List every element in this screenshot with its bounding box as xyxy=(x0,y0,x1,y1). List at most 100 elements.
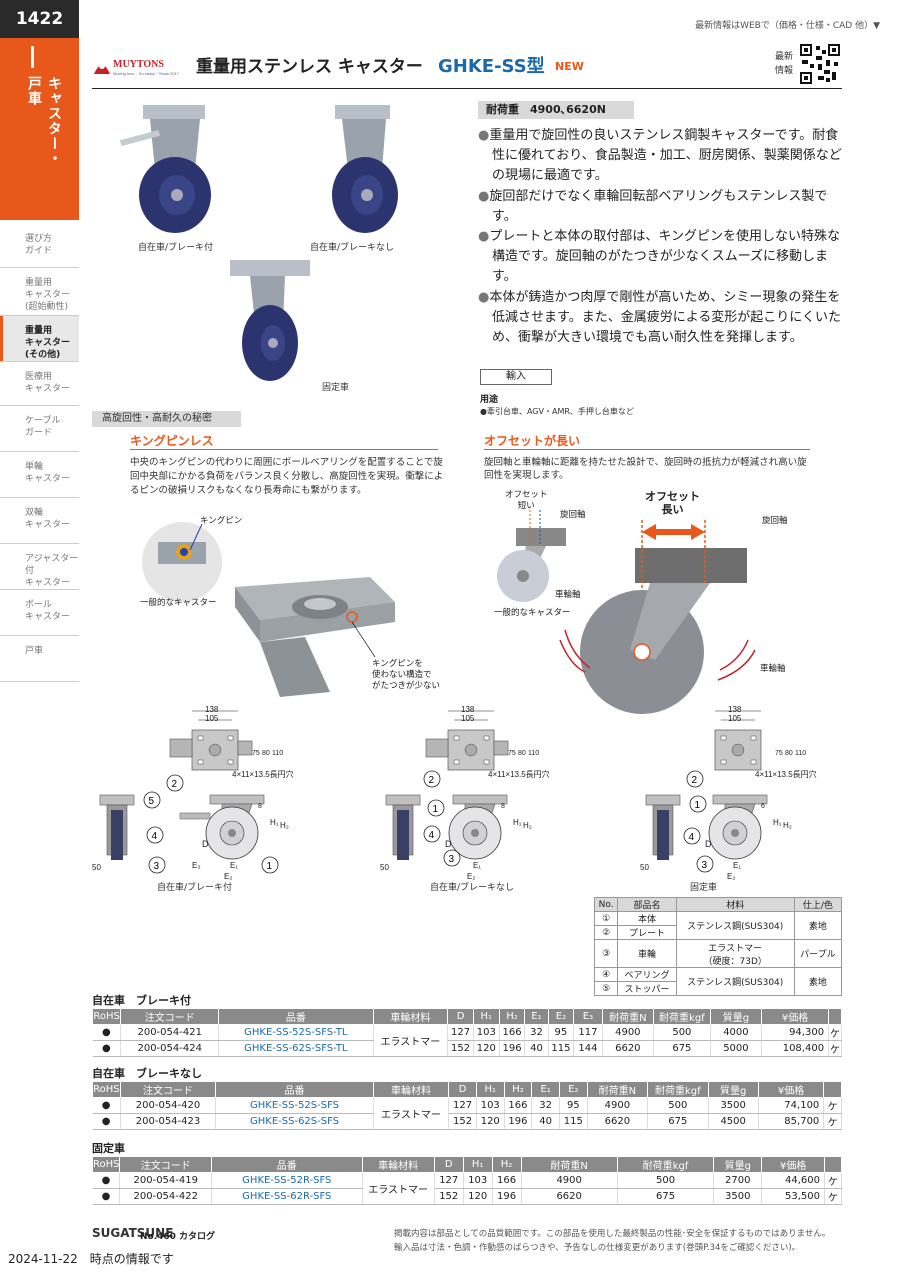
spec-cell: 200-054-419 xyxy=(119,1172,213,1189)
feature-item: 旋回部だけでなく車輪回転部ベアリングもステンレス製です。 xyxy=(478,187,848,227)
feature-list: 重量用で旋回性の良いステンレス鋼製キャスターです。耐食性に優れており、食品製造・… xyxy=(478,126,848,348)
caster-photo-brake xyxy=(119,105,211,233)
spec-cell: 5000 xyxy=(710,1040,763,1057)
dimension-label: D xyxy=(202,839,209,849)
part-callout: 2 xyxy=(423,770,441,788)
dimension-label: 105 xyxy=(205,714,219,723)
spec-cell: 500 xyxy=(653,1024,711,1041)
offset-rule xyxy=(484,449,810,450)
sidebar-item-label: ケーブル xyxy=(25,416,61,426)
spec-cell: 152 xyxy=(448,1113,477,1130)
part-number-link[interactable]: GHKE-SS-52S-SFS-TL xyxy=(218,1024,374,1041)
spec-cell: 4900 xyxy=(521,1172,618,1189)
part-callout: 2 xyxy=(166,774,184,792)
spec-header: E₁ xyxy=(524,1008,549,1025)
part-number-link[interactable]: GHKE-SS-52S-SFS xyxy=(215,1097,374,1114)
spec-header: 注文コード xyxy=(119,1156,213,1173)
spec-header: E₂ xyxy=(558,1081,588,1098)
sidebar-item[interactable]: ボールキャスター xyxy=(0,590,79,636)
dimension-label: H₂ xyxy=(280,821,289,830)
dimension-label: 105 xyxy=(461,714,475,723)
part-number-link[interactable]: GHKE-SS-62S-SFS xyxy=(215,1113,374,1130)
feature-item: プレートと本体の取付部は、キングピンを使用しない特殊な構造です。旋回軸のがたつき… xyxy=(478,227,848,288)
sidebar-item[interactable]: 双輪キャスター xyxy=(0,498,79,544)
spec-header: 耐荷重N xyxy=(601,1008,655,1025)
parts-cell: ステンレス鋼(SUS304) xyxy=(675,911,795,940)
offset-diagram xyxy=(497,510,756,714)
spec-cell: 675 xyxy=(653,1040,711,1057)
spec-cell: 117 xyxy=(573,1024,603,1041)
sidebar-item[interactable]: 重量用キャスター(超始動性) xyxy=(0,268,79,316)
import-badge: 輸入 xyxy=(480,369,552,385)
dimension-label: D xyxy=(445,839,452,849)
spec-cell: 152 xyxy=(447,1040,474,1057)
brand-tagline: Moving love... So easily・Since 2017 xyxy=(113,71,180,76)
part-callout: 3 xyxy=(696,855,714,873)
qr-code-icon[interactable] xyxy=(800,44,840,84)
part-number-link[interactable]: GHKE-SS-62S-SFS-TL xyxy=(218,1040,374,1057)
part-number: 1 xyxy=(695,800,701,811)
sidebar-item[interactable]: 戸車 xyxy=(0,636,79,682)
sidebar-item-label: キャスター xyxy=(25,338,71,348)
part-callout: 4 xyxy=(683,827,701,845)
web-info-link[interactable]: 最新情報はWEBで（価格・仕様・CAD 他）▼ xyxy=(695,21,880,31)
dimension-label: 138 xyxy=(205,705,219,714)
spec-cell: 95 xyxy=(559,1097,588,1114)
sidebar-item-label: キャスター xyxy=(25,520,71,530)
dimension-label: 8 xyxy=(258,803,262,810)
part-number-link[interactable]: GHKE-SS-52R-SFS xyxy=(211,1172,363,1189)
label-kingpin: キングピン xyxy=(200,516,243,526)
label-general-caster: 一般的なキャスター xyxy=(140,598,217,608)
spec-cell: 103 xyxy=(476,1097,505,1114)
spec-cell: ● xyxy=(92,1097,121,1114)
spec-cell: 40 xyxy=(531,1113,560,1130)
photo-caption-nobrake: 自在車/ブレーキなし xyxy=(310,243,395,253)
page-title: 重量用ステンレス キャスター xyxy=(196,57,423,77)
dimension-label: H₂ xyxy=(523,821,532,830)
parts-cell: ベアリング xyxy=(617,967,677,982)
spec-header: 注文コード xyxy=(120,1008,220,1025)
part-number-link[interactable]: GHKE-SS-62R-SFS xyxy=(211,1188,363,1205)
dimension-label: 4×11×13.5長円穴 xyxy=(232,769,294,779)
sidebar-item[interactable]: 選び方ガイド xyxy=(0,224,79,268)
spec-cell: 4500 xyxy=(708,1113,759,1130)
dimension-label: 75 xyxy=(252,750,260,757)
dimension-label: 75 xyxy=(775,750,783,757)
dimension-label: H₁ xyxy=(270,818,279,827)
spec-cell: 196 xyxy=(492,1188,522,1205)
sidebar-item[interactable]: ケーブルガード xyxy=(0,406,79,452)
spec-cell: ● xyxy=(92,1188,121,1205)
photo-caption-brake: 自在車/ブレーキ付 xyxy=(138,243,214,253)
part-number: 3 xyxy=(154,861,160,872)
section-band: 高旋回性・高耐久の秘密 xyxy=(92,411,241,427)
spec-cell: 196 xyxy=(504,1113,533,1130)
spec-header: H₂ xyxy=(503,1081,533,1098)
sidebar-item[interactable]: 重量用キャスター(その他) xyxy=(0,316,79,362)
parts-cell: プレート xyxy=(617,925,677,940)
part-callout: 3 xyxy=(443,849,461,867)
parts-cell: エラストマー （硬度：73D） xyxy=(675,939,795,968)
dimension-label: 4×11×13.5長円穴 xyxy=(488,769,550,779)
spec-cell: 200-054-421 xyxy=(120,1024,220,1041)
sidebar-item-label: キャスター xyxy=(25,384,71,394)
dimension-label: E₂ xyxy=(224,872,232,881)
sidebar-item[interactable]: 医療用キャスター xyxy=(0,362,79,406)
category-tab[interactable]: キャスター・ 戸車 xyxy=(0,38,79,220)
dimension-label: H₁ xyxy=(773,818,782,827)
sidebar-item[interactable]: 単輪キャスター xyxy=(0,452,79,498)
part-callout: 1 xyxy=(427,799,445,817)
parts-header: 材料 xyxy=(675,897,795,912)
spec-cell: 675 xyxy=(617,1188,715,1205)
spec-table-title: 自在車 ブレーキ付 xyxy=(92,994,191,1007)
sidebar-item[interactable]: アジャスター付キャスター xyxy=(0,544,79,590)
spec-header: 耐荷重kgf xyxy=(653,1008,711,1025)
